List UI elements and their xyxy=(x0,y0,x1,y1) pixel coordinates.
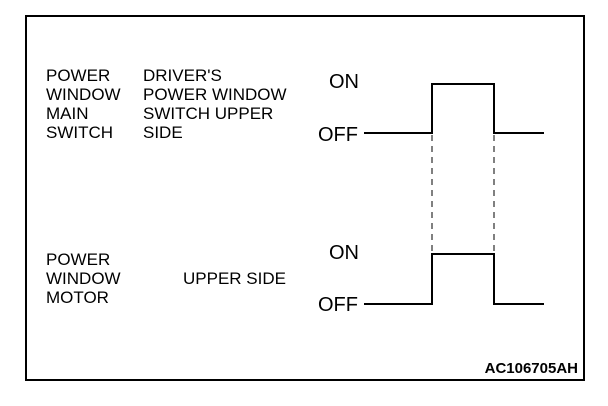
signal-2-on-label: ON xyxy=(329,242,359,264)
signal-2-component-line-2: WINDOW xyxy=(46,269,121,288)
signal-1-component-line-2: WINDOW xyxy=(46,85,121,104)
signal-1-condition-label: DRIVER'S POWER WINDOW SWITCH UPPER SIDE xyxy=(143,66,287,142)
signal-1-waveform xyxy=(364,83,544,134)
signal-1-condition-line-2: POWER WINDOW xyxy=(143,85,287,104)
signal-1-condition-line-4: SIDE xyxy=(143,123,183,142)
signal-2-component-line-1: POWER xyxy=(46,250,110,269)
signal-1-component-line-4: SWITCH xyxy=(46,123,113,142)
signal-1-component-line-1: POWER xyxy=(46,66,110,85)
signal-2-component-line-3: MOTOR xyxy=(46,288,109,307)
signal-2-waveform xyxy=(364,253,544,305)
signal-2-component-label: POWER WINDOW MOTOR xyxy=(46,250,121,307)
diagram-frame xyxy=(25,15,585,381)
signal-1-off-label: OFF xyxy=(318,124,358,146)
signal-1-condition-line-1: DRIVER'S xyxy=(143,66,222,85)
signal-1-condition-line-3: SWITCH UPPER xyxy=(143,104,273,123)
signal-1-on-label: ON xyxy=(329,71,359,93)
figure-code: AC106705AH xyxy=(485,360,578,377)
signal-2-condition-label: UPPER SIDE xyxy=(183,269,286,288)
signal-1-component-line-3: MAIN xyxy=(46,104,89,123)
signal-2-off-label: OFF xyxy=(318,294,358,316)
signal-1-component-label: POWER WINDOW MAIN SWITCH xyxy=(46,66,121,142)
